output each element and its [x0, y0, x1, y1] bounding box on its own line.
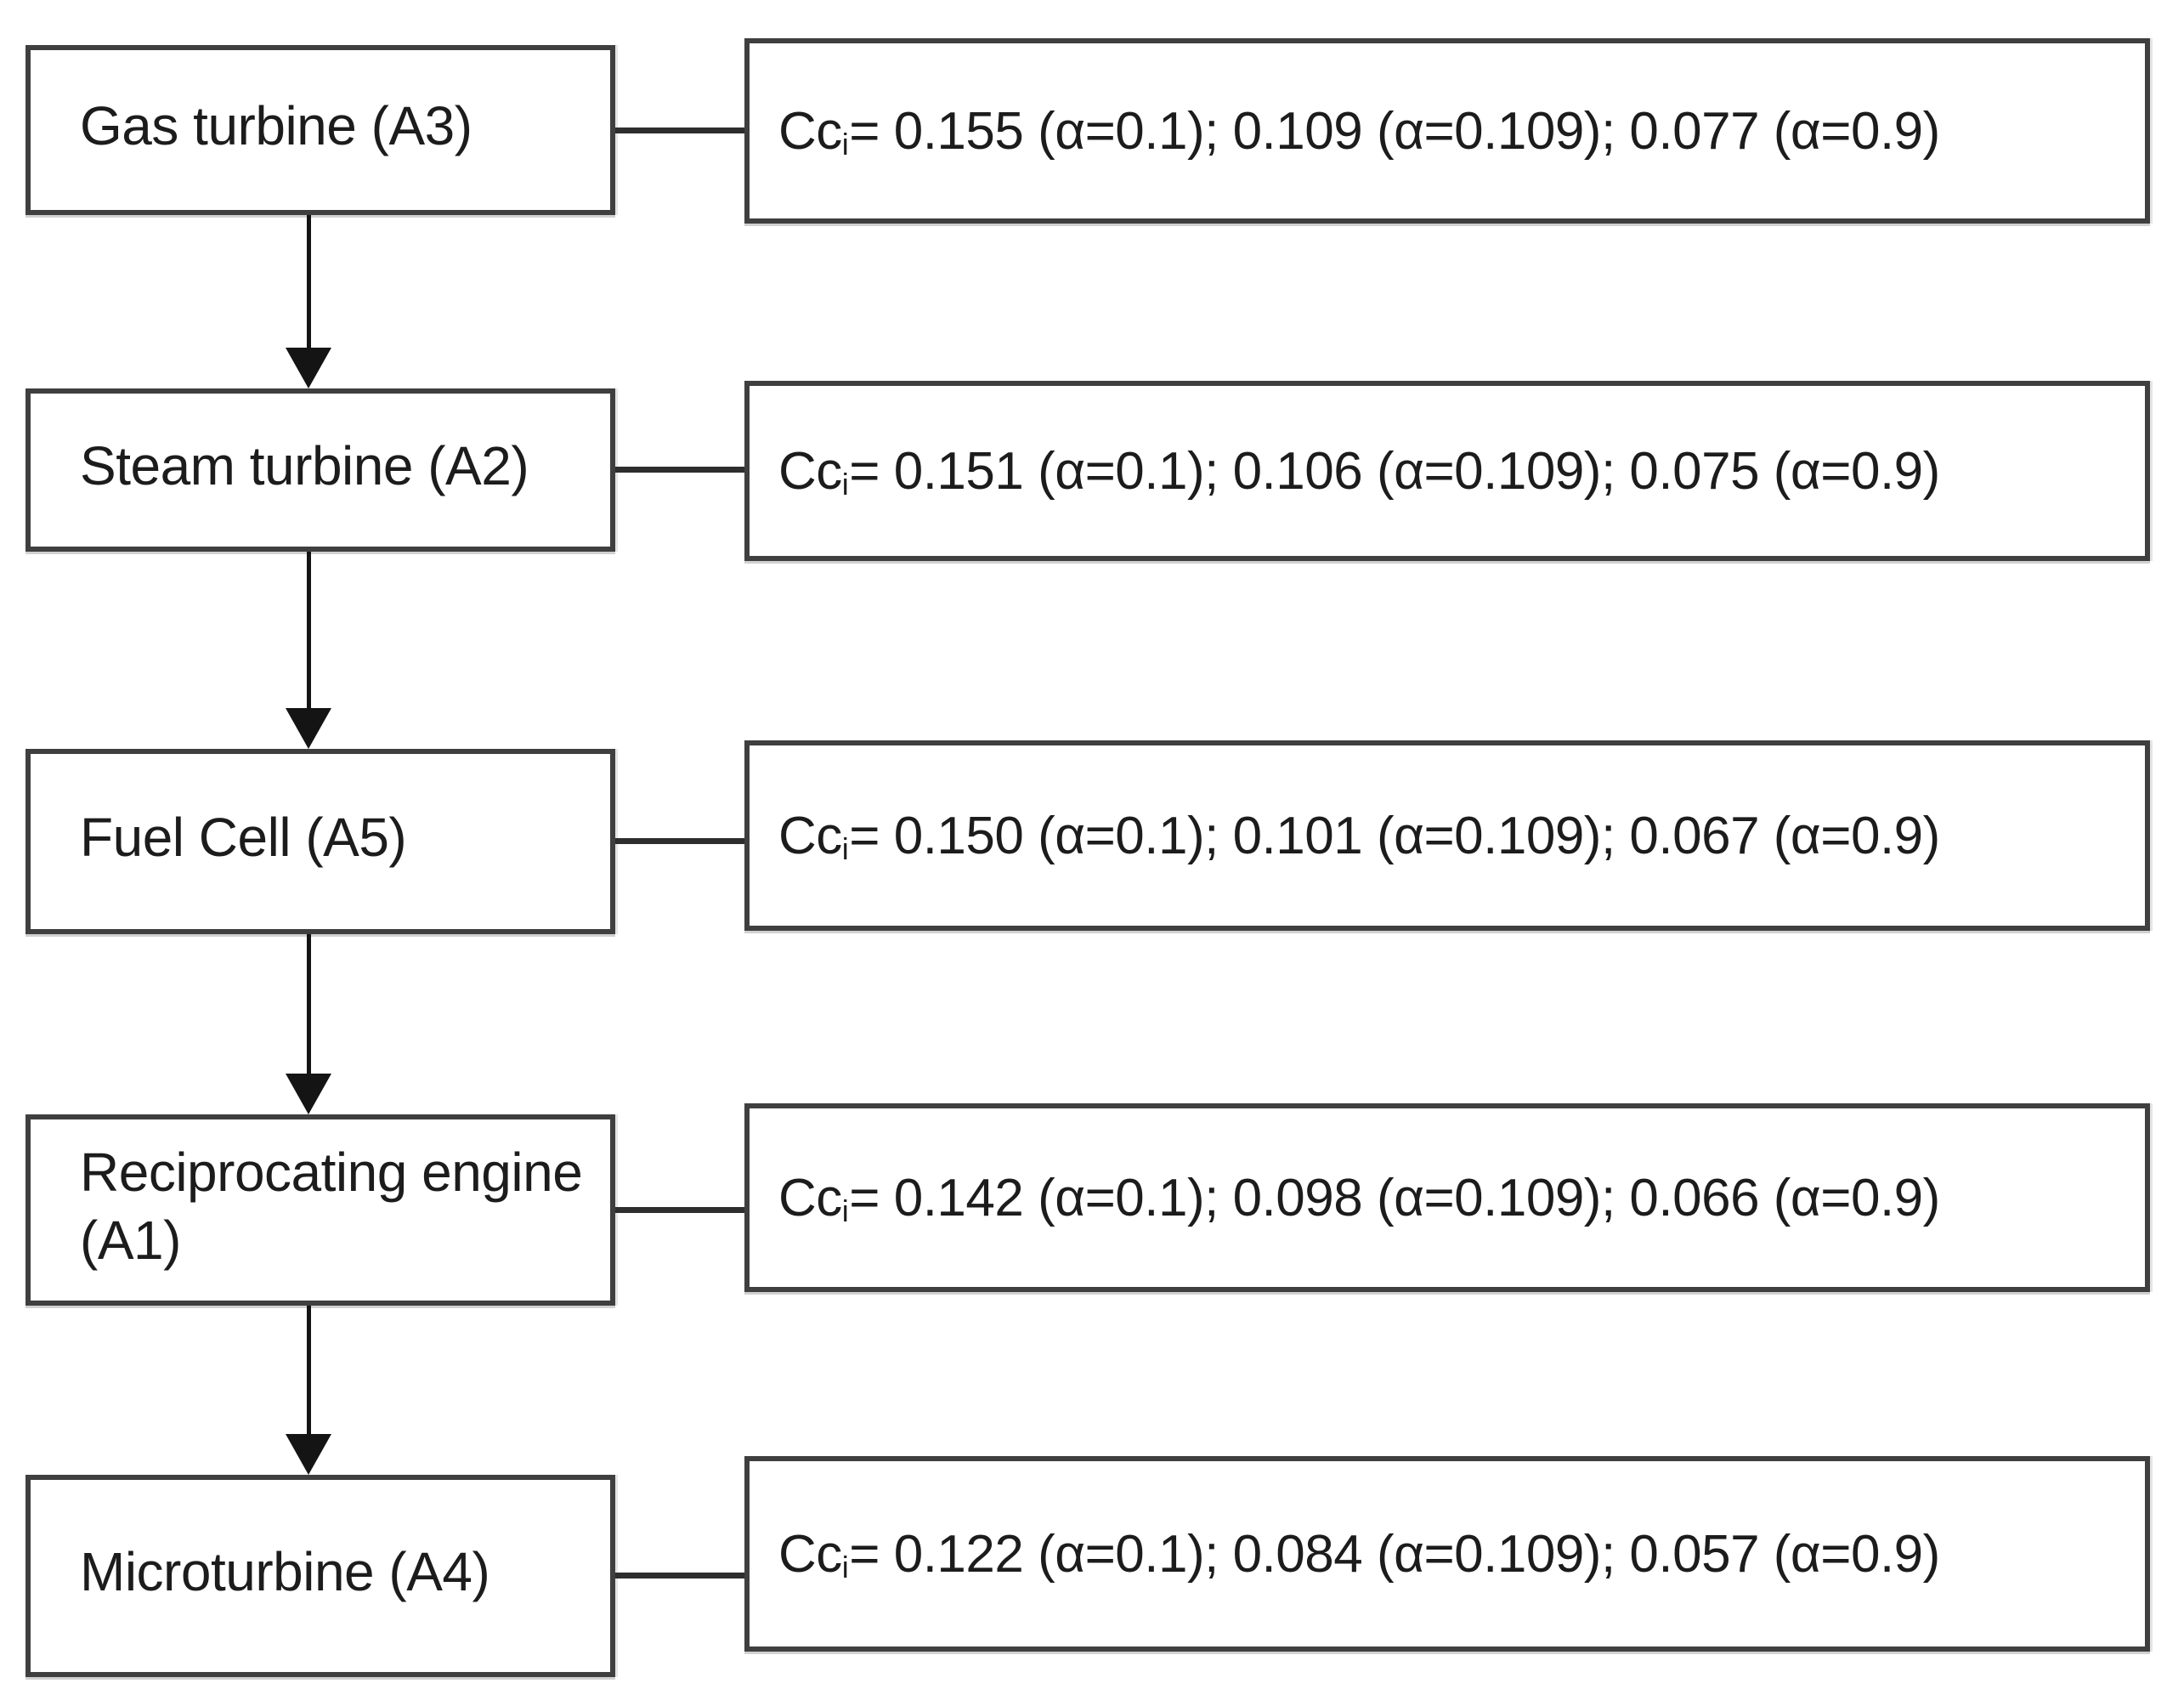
- tech-node-box: Microturbine (A4): [25, 1475, 615, 1677]
- connector-line: [615, 467, 744, 473]
- cc-value-box: Cci= 0.150 (α=0.1); 0.101 (α=0.109); 0.0…: [744, 740, 2150, 931]
- tech-node-label: Reciprocating engine (A1): [80, 1141, 583, 1271]
- tech-node-label: Gas turbine (A3): [80, 95, 472, 156]
- tech-node-box: Reciprocating engine (A1): [25, 1114, 615, 1306]
- cc-value-text: Cci= 0.142 (α=0.1); 0.098 (α=0.109); 0.0…: [778, 1168, 1940, 1229]
- tech-node-box: Steam turbine (A2): [25, 388, 615, 552]
- cc-value-text: Cci= 0.151 (α=0.1); 0.106 (α=0.109); 0.0…: [778, 441, 1940, 502]
- cc-value-text: Cci= 0.155 (α=0.1); 0.109 (α=0.109); 0.0…: [778, 101, 1940, 162]
- flow-arrow-shaft: [307, 1306, 311, 1435]
- flow-arrow-head-icon: [286, 1074, 331, 1114]
- cc-value-box: Cci= 0.155 (α=0.1); 0.109 (α=0.109); 0.0…: [744, 38, 2150, 224]
- tech-node-label: Fuel Cell (A5): [80, 807, 407, 868]
- connector-line: [615, 1207, 744, 1213]
- cc-value-box: Cci= 0.151 (α=0.1); 0.106 (α=0.109); 0.0…: [744, 381, 2150, 561]
- cc-value-box: Cci= 0.122 (α=0.1); 0.084 (α=0.109); 0.0…: [744, 1456, 2150, 1652]
- cc-value-text: Cci= 0.150 (α=0.1); 0.101 (α=0.109); 0.0…: [778, 806, 1940, 867]
- connector-line: [615, 128, 744, 133]
- flow-arrow-shaft: [307, 215, 311, 349]
- flow-arrow-head-icon: [286, 1434, 331, 1475]
- cc-value-text: Cci= 0.122 (α=0.1); 0.084 (α=0.109); 0.0…: [778, 1524, 1940, 1585]
- flow-arrow-shaft: [307, 552, 311, 709]
- cc-value-box: Cci= 0.142 (α=0.1); 0.098 (α=0.109); 0.0…: [744, 1103, 2150, 1292]
- flow-arrow-shaft: [307, 934, 311, 1075]
- flow-arrow-head-icon: [286, 708, 331, 749]
- tech-node-box: Gas turbine (A3): [25, 45, 615, 215]
- cc-subscript: i: [841, 127, 849, 162]
- cc-subscript: i: [841, 831, 849, 867]
- connector-line: [615, 838, 744, 844]
- tech-node-label: Microturbine (A4): [80, 1541, 490, 1602]
- cc-subscript: i: [841, 1550, 849, 1585]
- cc-subscript: i: [841, 1193, 849, 1229]
- tech-node-box: Fuel Cell (A5): [25, 749, 615, 934]
- tech-node-label: Steam turbine (A2): [80, 435, 529, 496]
- cc-subscript: i: [841, 467, 849, 502]
- connector-line: [615, 1573, 744, 1578]
- flow-arrow-head-icon: [286, 348, 331, 388]
